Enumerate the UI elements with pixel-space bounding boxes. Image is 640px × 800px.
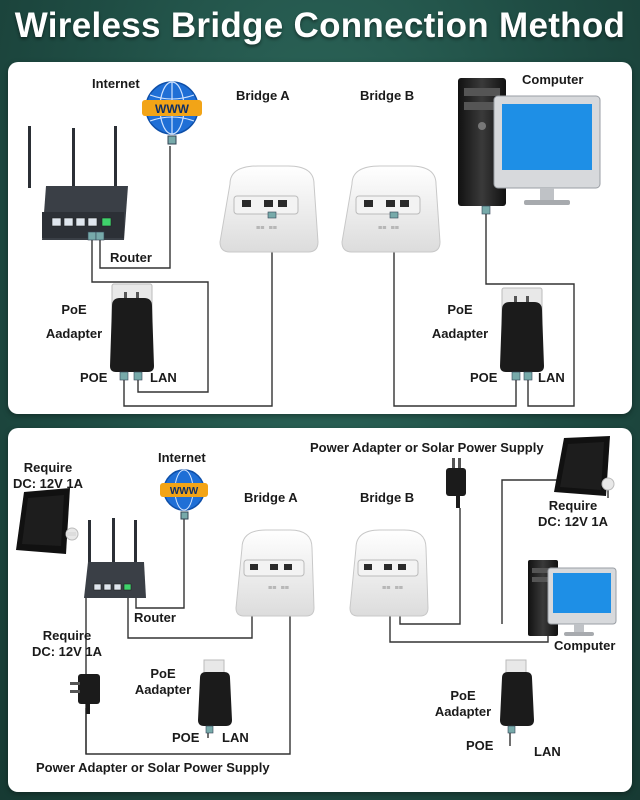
power-supply-top-label: Power Adapter or Solar Power Supply (310, 440, 544, 455)
require-right-label: Require DC: 12V 1A (528, 498, 618, 530)
diagram-panel-poe: WWW (8, 62, 632, 414)
poe-adapter-left-line1: PoE (150, 666, 176, 681)
poe-port-right-label: POE (466, 738, 494, 753)
bridge-a-label: Bridge A (244, 490, 298, 505)
globe-www-text: WWW (170, 486, 199, 497)
bridge-a-icon: ≡≡ ≡≡ (219, 165, 319, 253)
poe-adapter-left-line2: Aadapter (134, 682, 192, 697)
dc-power-connection-diagram: WWW ≡≡ ≡≡ (16, 436, 617, 755)
svg-text:≡≡ ≡≡: ≡≡ ≡≡ (382, 585, 403, 593)
require-right-line2: DC: 12V 1A (537, 514, 609, 529)
svg-text:≡≡ ≡≡: ≡≡ ≡≡ (378, 225, 399, 233)
poe-port-left-label: POE (80, 370, 108, 385)
poe-adapter-left-icon (110, 283, 154, 381)
poe-adapter-right-label: PoE Aadapter (428, 688, 498, 720)
lan-port-left-label: LAN (150, 370, 177, 385)
require-right-line1: Require (548, 498, 598, 513)
solar-panel-left-icon (16, 488, 79, 554)
router-label: Router (134, 610, 176, 625)
computer-label: Computer (522, 72, 584, 87)
poe-adapter-left-icon (198, 659, 232, 734)
solar-panel-right-icon (554, 436, 615, 496)
cable-router-poe-lan (91, 238, 209, 393)
poe-adapter-left-line1: PoE (61, 302, 87, 317)
bridge-b-icon: ≡≡ ≡≡ (341, 165, 441, 253)
bridge-b-label: Bridge B (360, 490, 415, 505)
require-left-line1: Require (23, 460, 73, 475)
poe-port-right-label: POE (470, 370, 498, 385)
bridge-b-label: Bridge B (360, 88, 415, 103)
require-mid-line1: Require (42, 628, 92, 643)
power-adapter-left-icon (70, 674, 100, 714)
cable-poe-bridge-a (123, 214, 273, 407)
page-title: Wireless Bridge Connection Method (14, 6, 626, 45)
poe-adapter-left-label: PoE Aadapter (128, 666, 198, 698)
poe-adapter-right-line2: Aadapter (431, 326, 489, 341)
computer-icon (458, 78, 601, 215)
lan-port-right-label: LAN (534, 744, 561, 759)
lan-port-right-label: LAN (538, 370, 565, 385)
bridge-a-label: Bridge A (236, 88, 290, 103)
poe-adapter-left-line2: Aadapter (45, 326, 103, 341)
computer-icon (528, 560, 617, 636)
require-left-label: Require DC: 12V 1A (8, 460, 88, 492)
lan-port-left-label: LAN (222, 730, 249, 745)
cable-router-internet (99, 146, 171, 269)
require-left-line2: DC: 12V 1A (12, 476, 84, 491)
cable-bridge-b-poe (393, 214, 517, 407)
power-adapter-top-icon (446, 458, 466, 508)
require-mid-line2: DC: 12V 1A (31, 644, 103, 659)
router-icon (28, 126, 128, 241)
computer-label: Computer (554, 638, 616, 653)
cable-router-bridge-a (127, 576, 253, 639)
power-supply-bottom-label: Power Adapter or Solar Power Supply (36, 760, 270, 775)
poe-adapter-right-line1: PoE (450, 688, 476, 703)
poe-connection-diagram: WWW (28, 78, 601, 407)
cable-lines (91, 146, 575, 407)
diagram-panel-dc-power: WWW ≡≡ ≡≡ (8, 428, 632, 792)
globe-icon: WWW (142, 81, 202, 145)
internet-label: Internet (158, 450, 206, 465)
router-label: Router (110, 250, 152, 265)
poe-adapter-right-icon (500, 659, 534, 734)
poe-adapter-right-line1: PoE (447, 302, 473, 317)
cable-computer-poe-lan (485, 212, 575, 407)
internet-label: Internet (92, 76, 140, 91)
svg-text:≡≡ ≡≡: ≡≡ ≡≡ (256, 225, 277, 233)
svg-text:≡≡ ≡≡: ≡≡ ≡≡ (268, 585, 289, 593)
globe-www-text: WWW (155, 102, 190, 116)
bridge-b-icon: ≡≡ ≡≡ (349, 529, 429, 617)
poe-adapter-right-icon (500, 287, 544, 381)
poe-adapter-right-label: PoE Aadapter (428, 302, 492, 342)
globe-icon: WWW (160, 469, 208, 520)
poe-port-left-label: POE (172, 730, 200, 745)
cable-router-internet (135, 514, 185, 609)
poe-adapter-right-line2: Aadapter (434, 704, 492, 719)
poe-adapter-left-label: PoE Aadapter (44, 302, 104, 342)
bridge-a-icon: ≡≡ ≡≡ (235, 529, 315, 617)
router-icon (84, 518, 146, 598)
require-mid-label: Require DC: 12V 1A (22, 628, 112, 660)
